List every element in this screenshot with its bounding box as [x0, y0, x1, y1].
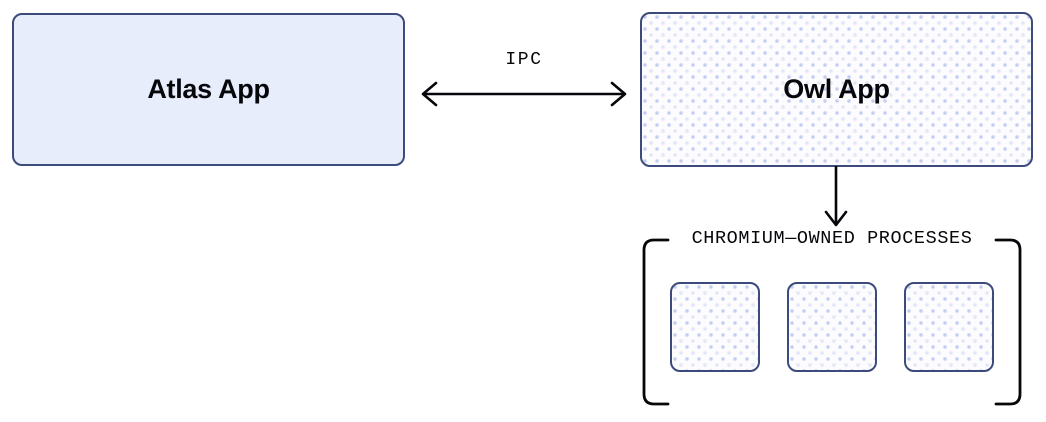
node-atlas-app[interactable]: Atlas App — [12, 13, 405, 166]
node-owl-app[interactable]: Owl App — [640, 12, 1033, 167]
process-boxes-row — [670, 281, 994, 373]
connector-ipc-label: IPC — [505, 50, 543, 70]
node-atlas-app-label: Atlas App — [147, 74, 270, 104]
node-owl-app-label: Owl App — [783, 74, 890, 104]
group-bracket-icon — [642, 238, 1022, 406]
process-box[interactable] — [904, 282, 994, 372]
connector-owl-to-processes — [806, 166, 866, 230]
connector-ipc: IPC — [406, 50, 642, 112]
process-box[interactable] — [787, 282, 877, 372]
group-chromium-owned-processes-label: CHROMIUM—OWNED PROCESSES — [691, 228, 973, 249]
down-arrow-icon — [824, 166, 848, 227]
process-box[interactable] — [670, 282, 760, 372]
group-chromium-owned-processes: CHROMIUM—OWNED PROCESSES — [630, 228, 1034, 416]
double-headed-arrow-icon — [421, 81, 627, 107]
